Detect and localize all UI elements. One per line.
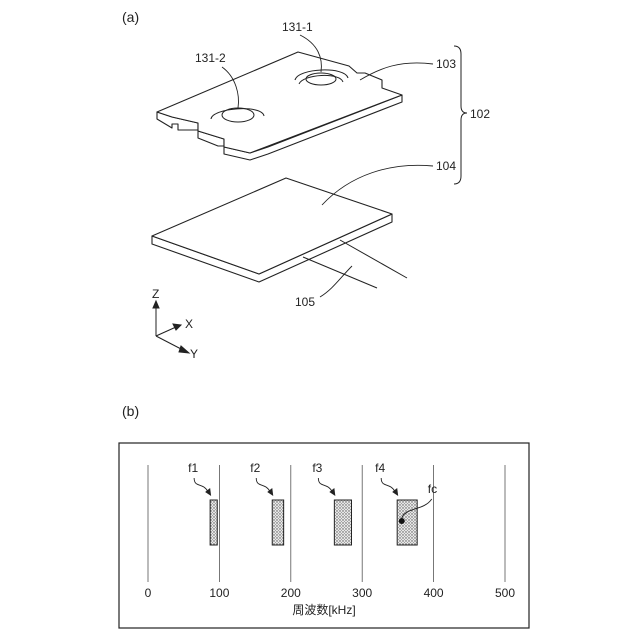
panel-a-label: (a) — [122, 9, 139, 25]
band-label-f4: f4 — [375, 461, 385, 475]
top-plate — [157, 52, 402, 160]
band-label-f1: f1 — [188, 461, 198, 475]
panel-b-label: (b) — [122, 403, 139, 419]
label-102: 102 — [470, 107, 490, 121]
x-axis-label: 周波数[kHz] — [292, 602, 355, 617]
axis-x-label: X — [185, 317, 193, 331]
bottom-plate-face — [152, 178, 392, 274]
chart-layer: 0 100 200 300 400 500 f1 f2 f3 f4 fc — [145, 461, 516, 600]
band-label-f3: f3 — [312, 461, 322, 475]
label-131-2: 131-2 — [195, 51, 226, 65]
axis-triad — [153, 301, 189, 353]
panel-a: (a) — [122, 9, 490, 361]
axis-z-label: Z — [152, 287, 159, 301]
axis-z-arrow — [153, 301, 159, 308]
band-f1 — [210, 500, 217, 545]
band-f3 — [334, 500, 351, 545]
label-103: 103 — [436, 57, 456, 71]
cable-line-upper — [340, 240, 407, 278]
bottom-plate — [152, 178, 392, 282]
tick-label-400: 400 — [424, 586, 444, 600]
band-arrow-f1 — [194, 478, 208, 492]
axis-y-label: Y — [190, 347, 198, 361]
label-131-1: 131-1 — [282, 20, 313, 34]
panel-b: (b) 0 100 200 300 400 500 f1 f2 f3 f4 fc 周波数[kHz] — [119, 403, 529, 628]
label-105: 105 — [295, 295, 315, 309]
band-arrow-f3 — [318, 478, 332, 492]
tick-label-0: 0 — [145, 586, 152, 600]
tick-label-300: 300 — [352, 586, 372, 600]
band-arrow-f2 — [256, 478, 270, 492]
cable-line-lower — [303, 257, 377, 288]
label-104: 104 — [436, 159, 456, 173]
band-arrow-f4 — [381, 478, 395, 492]
tick-label-200: 200 — [281, 586, 301, 600]
axis-y-line — [156, 336, 183, 350]
axis-x-line — [156, 327, 176, 336]
marker-fc — [399, 518, 405, 524]
band-f2 — [272, 500, 283, 545]
axis-x-arrow — [173, 324, 181, 330]
marker-label-fc: fc — [428, 482, 437, 496]
tick-label-500: 500 — [495, 586, 515, 600]
top-plate-face — [157, 52, 402, 153]
band-label-f2: f2 — [250, 461, 260, 475]
tick-label-100: 100 — [209, 586, 229, 600]
axis-y-arrow — [179, 346, 189, 353]
chart-frame — [119, 443, 529, 628]
